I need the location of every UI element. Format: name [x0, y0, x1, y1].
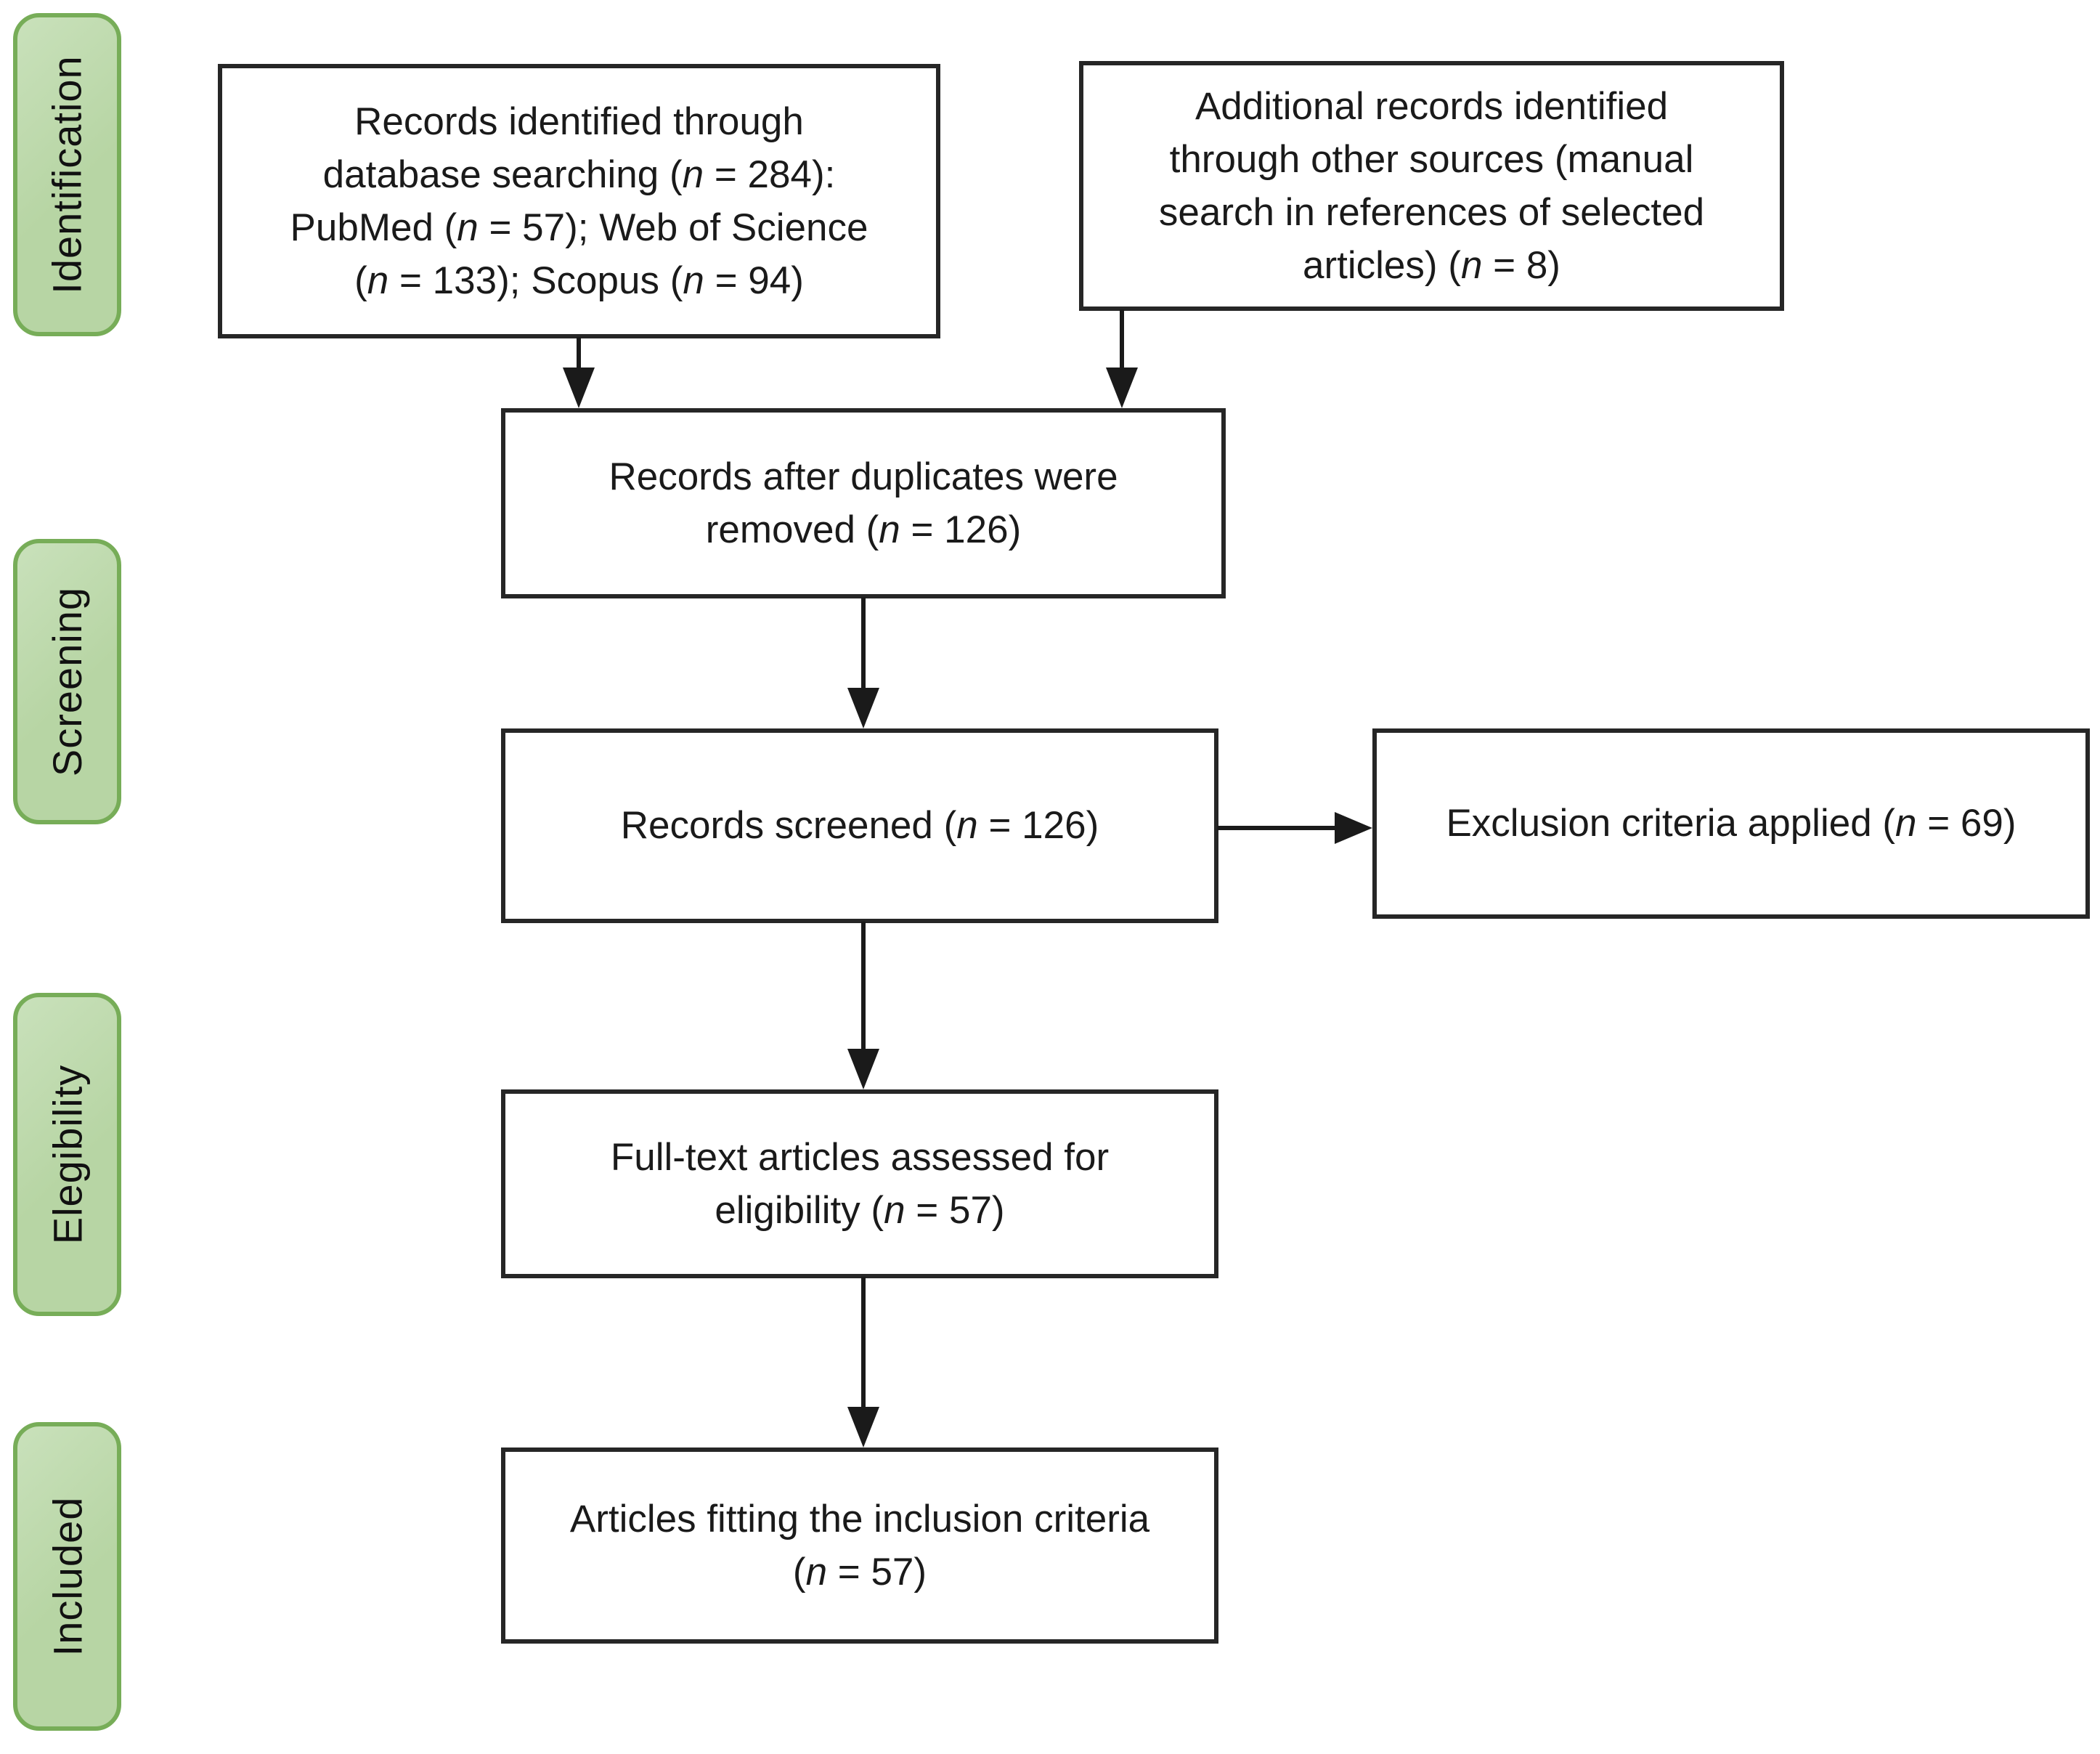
stage-elegibility-label: Elegibility	[44, 1064, 90, 1245]
arrow-dedup-to-screened-head	[847, 688, 879, 728]
box-records-screened-text: Records screened (n = 126)	[620, 804, 1099, 848]
stage-included-label: Included	[44, 1496, 91, 1657]
box-additional-records-text: Additional records identified through ot…	[1158, 84, 1705, 288]
arrow-additional-to-dedup-head	[1106, 368, 1138, 408]
arrow-identified-to-dedup-head	[563, 368, 595, 408]
stage-screening-label: Screening	[44, 586, 91, 777]
box-inclusion-criteria-text: Articles fitting the inclusion criteria …	[569, 1497, 1150, 1593]
arrow-dedup-to-screened-line	[861, 597, 866, 691]
box-inclusion-criteria: Articles fitting the inclusion criteria …	[501, 1448, 1218, 1644]
box-records-identified: Records identified through database sear…	[218, 64, 940, 338]
box-exclusion-criteria: Exclusion criteria applied (n = 69)	[1372, 728, 2090, 919]
stage-included: Included	[13, 1422, 121, 1731]
box-fulltext-assessed-text: Full-text articles assessed for eligibil…	[610, 1135, 1110, 1232]
box-records-screened: Records screened (n = 126)	[501, 728, 1218, 923]
arrow-identified-to-dedup-line	[577, 337, 581, 372]
box-additional-records: Additional records identified through ot…	[1079, 61, 1784, 311]
box-duplicates-removed: Records after duplicates were removed (n…	[501, 408, 1226, 598]
arrow-screened-to-fulltext-head	[847, 1049, 879, 1089]
stage-identification-label: Identification	[44, 55, 90, 294]
stage-elegibility: Elegibility	[13, 993, 121, 1316]
stage-identification: Identification	[13, 13, 121, 336]
arrow-additional-to-dedup-line	[1120, 309, 1124, 372]
arrow-screened-to-fulltext-line	[861, 922, 866, 1052]
arrow-fulltext-to-included-head	[847, 1407, 879, 1448]
box-records-identified-text: Records identified through database sear…	[290, 100, 868, 303]
box-exclusion-criteria-text: Exclusion criteria applied (n = 69)	[1446, 802, 2016, 845]
box-duplicates-removed-text: Records after duplicates were removed (n…	[609, 455, 1118, 551]
arrow-fulltext-to-included-line	[861, 1277, 866, 1409]
box-fulltext-assessed: Full-text articles assessed for eligibil…	[501, 1089, 1218, 1278]
arrow-screened-to-exclusion-line	[1217, 826, 1339, 830]
arrow-screened-to-exclusion-head	[1335, 812, 1372, 844]
stage-screening: Screening	[13, 539, 121, 824]
